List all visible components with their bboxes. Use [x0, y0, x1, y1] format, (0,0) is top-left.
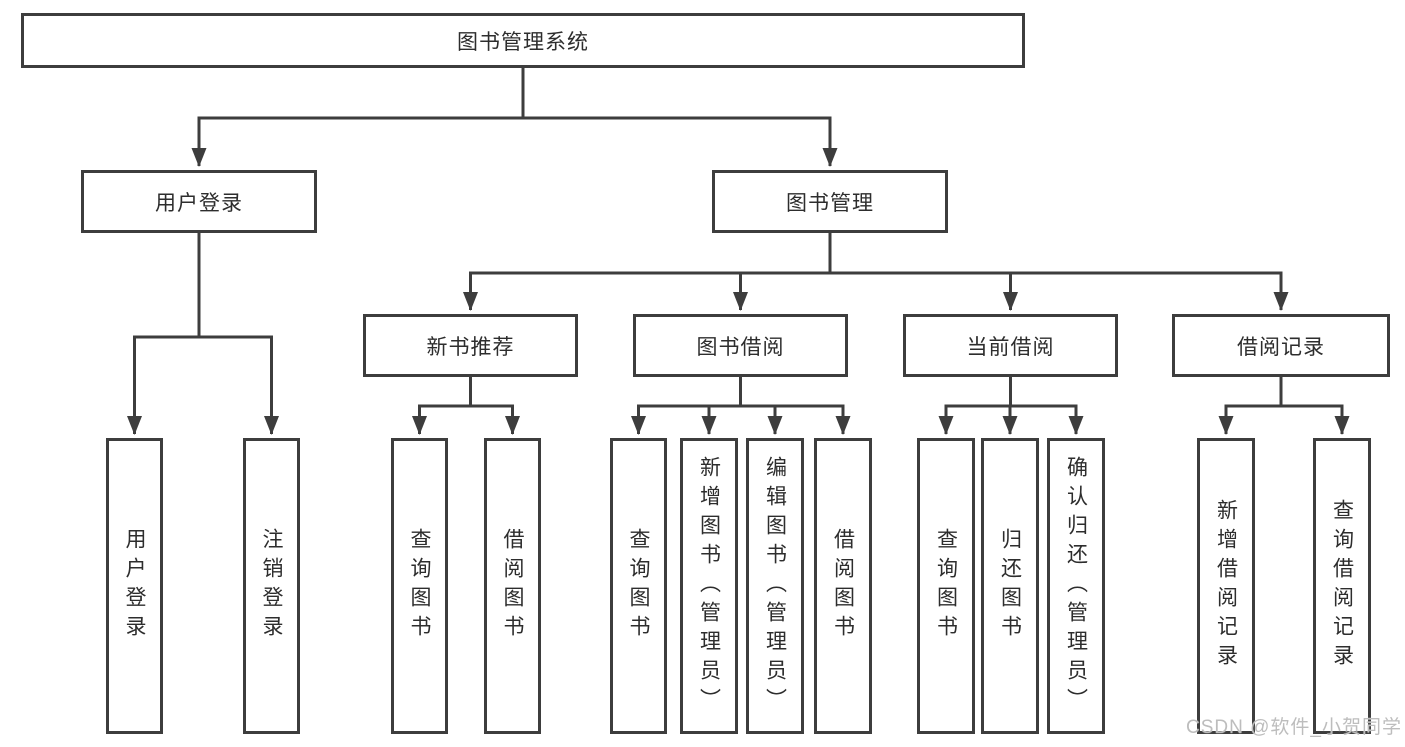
leaf-borrow-books-recommend: 借阅图书	[484, 438, 541, 734]
node-label: 借阅记录	[1237, 335, 1325, 359]
csdn-watermark: CSDN @软件_小贺同学	[1186, 717, 1402, 738]
node-label: 图书借阅	[696, 335, 785, 359]
leaf-add-borrow-record: 新增借阅记录	[1197, 438, 1255, 734]
leaf-query-books-borrow: 查询图书	[610, 438, 667, 734]
node-new-book-recommend: 新书推荐	[363, 314, 578, 377]
leaf-query-borrow-record: 查询借阅记录	[1313, 438, 1371, 734]
leaf-query-books-recommend: 查询图书	[391, 438, 448, 734]
node-label: 借阅图书	[831, 528, 855, 644]
node-label: 新增借阅记录	[1214, 499, 1238, 673]
node-book-borrowing: 图书借阅	[633, 314, 848, 377]
node-label: 图书管理系统	[457, 30, 589, 54]
leaf-return-books: 归还图书	[981, 438, 1039, 734]
node-label: 归还图书	[998, 528, 1022, 644]
node-label: 查询图书	[408, 528, 431, 644]
node-label: 借阅图书	[501, 528, 524, 644]
node-label: 图书管理	[786, 191, 874, 215]
node-label: 确认归还（管理员）	[1064, 455, 1088, 717]
node-borrowing-records: 借阅记录	[1172, 314, 1390, 377]
node-user-login: 用户登录	[81, 170, 317, 233]
node-label: 用户登录	[155, 191, 243, 215]
leaf-logout: 注销登录	[243, 438, 300, 734]
node-label: 查询借阅记录	[1330, 499, 1354, 673]
node-root: 图书管理系统	[21, 13, 1025, 68]
node-label: 查询图书	[627, 528, 650, 644]
node-label: 当前借阅	[966, 335, 1055, 359]
leaf-confirm-return-admin: 确认归还（管理员）	[1047, 438, 1105, 734]
node-label: 新书推荐	[426, 335, 515, 359]
node-label: 查询图书	[934, 528, 958, 644]
node-current-borrowing: 当前借阅	[903, 314, 1118, 377]
node-label: 用户登录	[123, 528, 146, 644]
node-label: 新增图书（管理员）	[697, 455, 721, 717]
node-label: 注销登录	[260, 528, 283, 644]
leaf-edit-books-admin: 编辑图书（管理员）	[746, 438, 804, 734]
leaf-query-books-current: 查询图书	[917, 438, 975, 734]
leaf-add-books-admin: 新增图书（管理员）	[680, 438, 738, 734]
leaf-borrow-books-borrow: 借阅图书	[814, 438, 872, 734]
leaf-user-login: 用户登录	[106, 438, 163, 734]
node-label: 编辑图书（管理员）	[763, 455, 787, 717]
node-book-management: 图书管理	[712, 170, 948, 233]
